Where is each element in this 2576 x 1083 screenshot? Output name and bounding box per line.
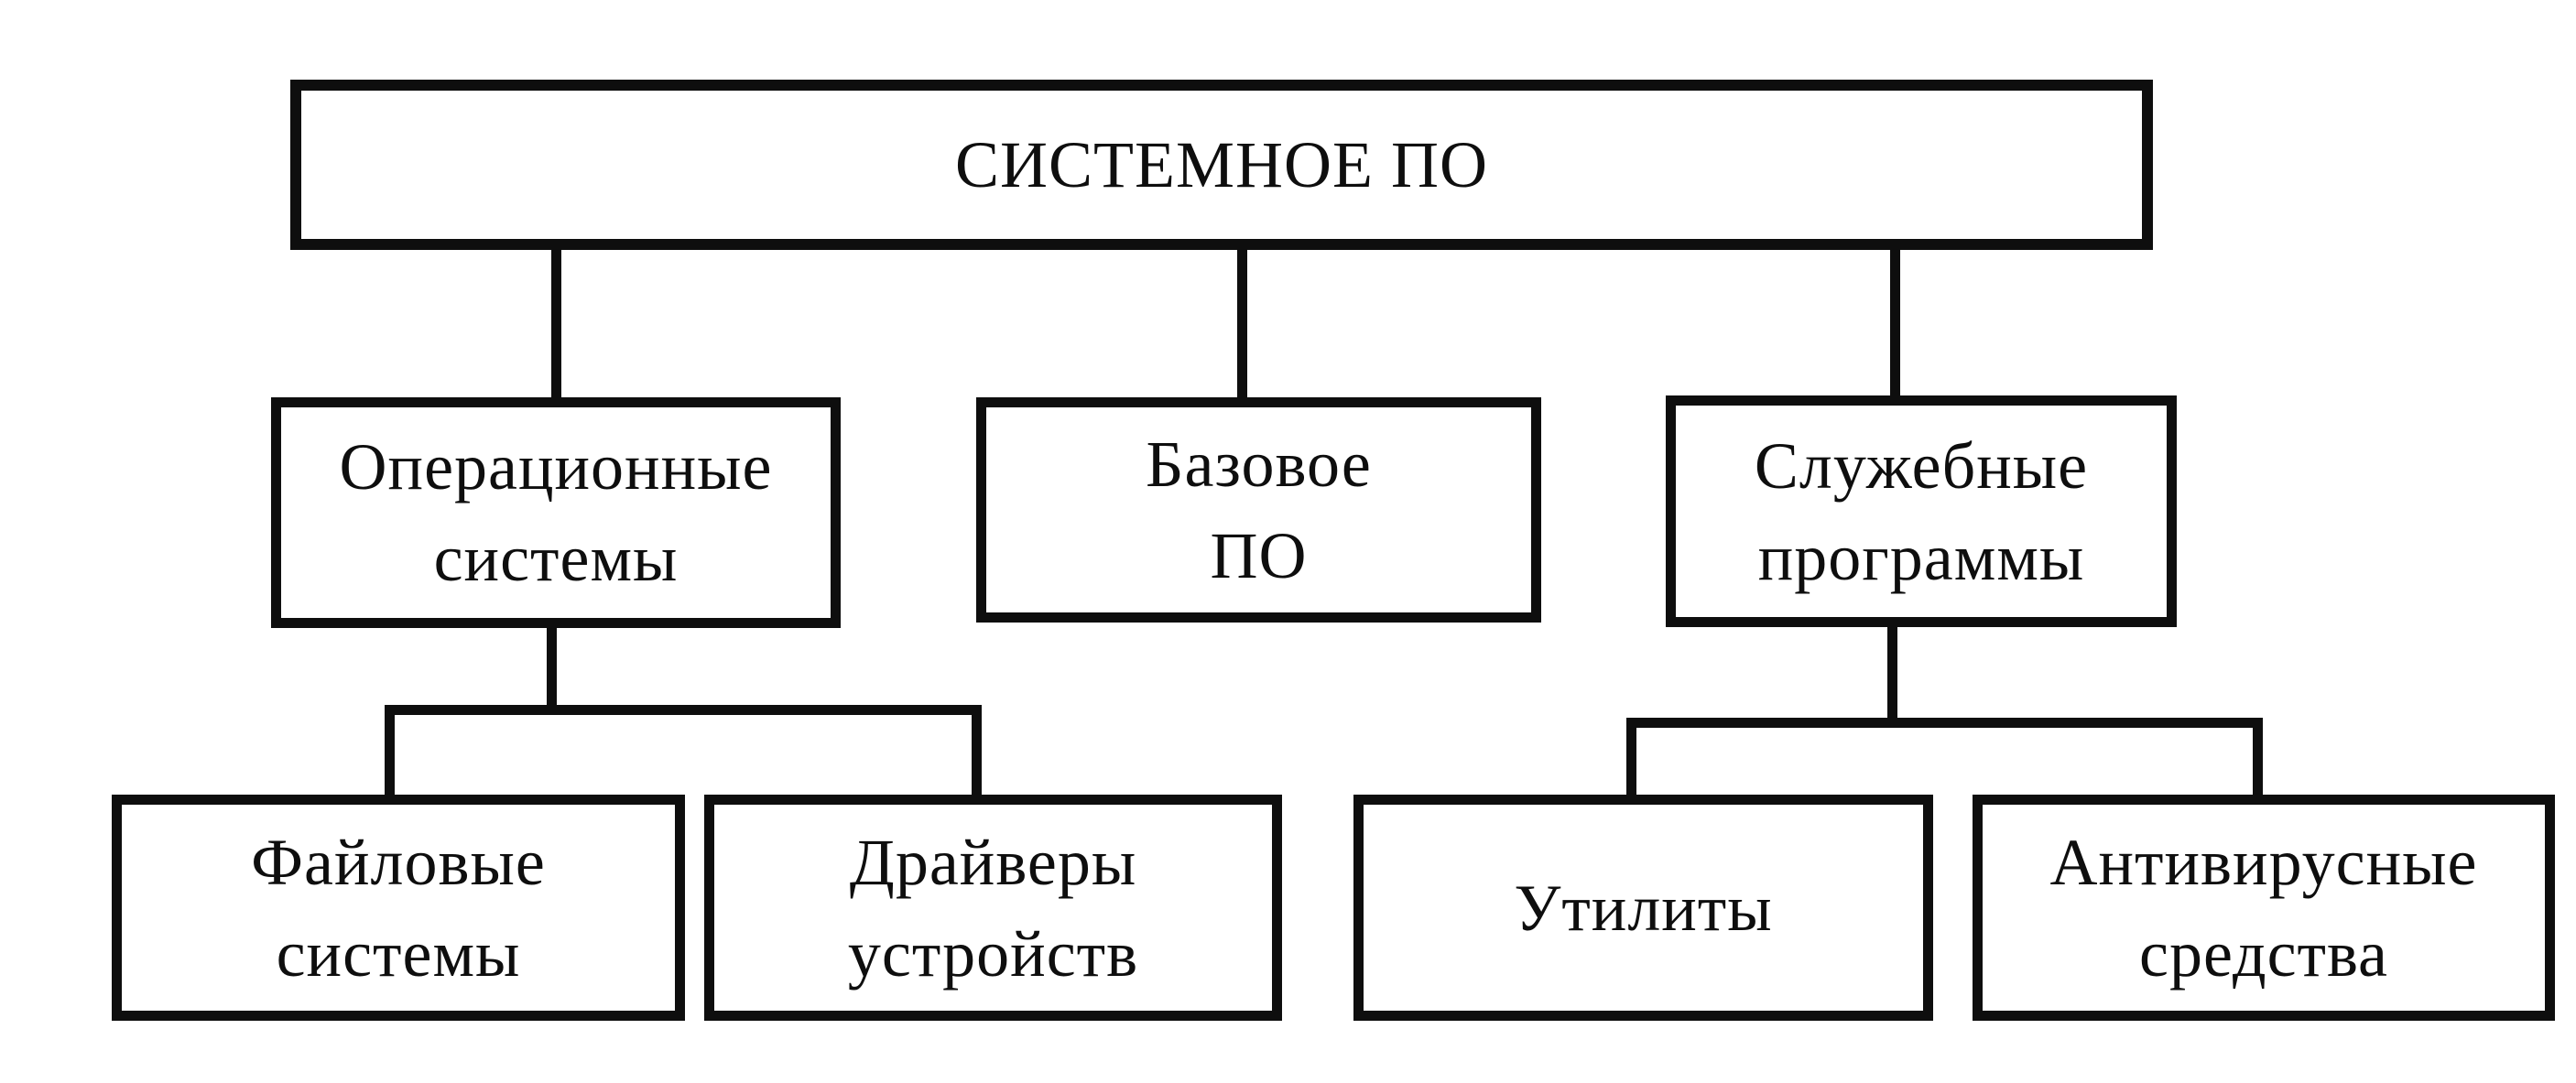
connector-os-bracket [385,705,982,715]
connector-service-bracket [1626,718,2263,728]
node-basic-software-label-line2: ПО [1210,519,1308,592]
node-operating-systems-label-line1: Операционные [339,430,773,504]
connector-root-to-service [1890,242,1900,401]
node-utilities-label: Утилиты [1514,871,1773,945]
node-service-programs: Служебные программы [1666,395,2177,627]
node-antivirus-tools-label-line1: Антивирусные [2049,825,2478,899]
node-service-programs-label-line1: Служебные [1754,428,2089,503]
node-system-software-label: СИСТЕМНОЕ ПО [955,128,1488,201]
connector-root-to-os [551,242,561,403]
node-basic-software: Базовое ПО [976,397,1541,623]
connector-os-to-drivers [972,705,982,800]
node-antivirus-tools: Антивирусные средства [1973,795,2555,1021]
connector-os-to-files [385,705,395,800]
node-file-systems-label-line2: системы [276,916,521,991]
node-file-systems: Файловые системы [112,795,685,1021]
node-operating-systems: Операционные системы [271,397,841,628]
node-service-programs-label-line2: программы [1757,520,2085,594]
node-operating-systems-label-line2: системы [433,522,679,595]
node-antivirus-tools-label-line2: средства [2138,916,2389,991]
node-device-drivers-label-line1: Драйверы [849,825,1137,899]
node-utilities: Утилиты [1353,795,1933,1021]
connector-root-to-base [1237,242,1247,403]
node-basic-software-label-line1: Базовое [1146,428,1372,501]
connector-os-stem [547,623,557,714]
node-file-systems-label-line1: Файловые [251,825,546,899]
connector-service-to-antivirus [2253,718,2263,800]
node-device-drivers: Драйверы устройств [704,795,1282,1021]
node-device-drivers-label-line2: устройств [847,916,1139,991]
connector-service-stem [1887,623,1897,723]
node-system-software: СИСТЕМНОЕ ПО [290,80,2153,250]
connector-service-to-utils [1626,718,1636,800]
